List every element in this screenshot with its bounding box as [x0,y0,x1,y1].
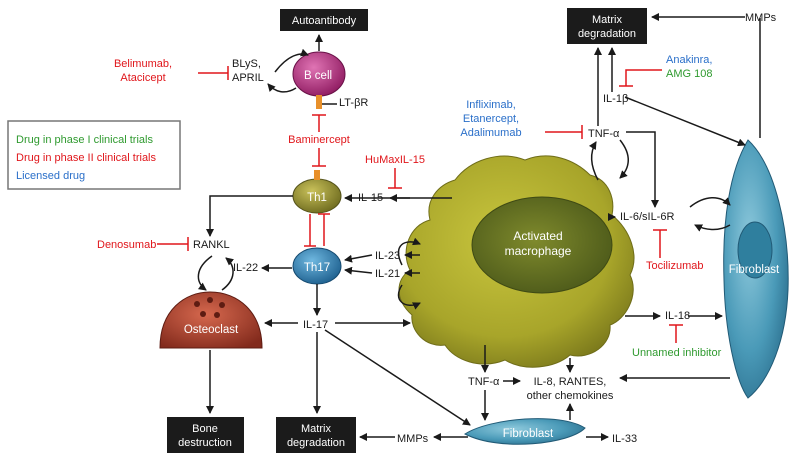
legend-phase1: Drug in phase I clinical trials [16,134,153,146]
matrix-top-line2: degradation [578,28,636,40]
fibroblast-bottom [463,418,586,445]
bone-line1: Bone [192,423,218,435]
amg108-label: AMG 108 [666,68,712,80]
osteoclast-nucleus [200,311,206,317]
th1-label: Th1 [307,192,327,204]
arrow-tnfa-il6 [626,131,659,208]
ltbr-label: LT-βR [339,97,368,109]
il18-label: IL-18 [665,310,690,322]
arrow-tnfa-mac [619,139,629,179]
osteoclast-nucleus [214,312,220,318]
il21-label: IL-21 [375,268,400,280]
arrow-il23-loop [397,237,421,266]
arrow-fibroblast-il6 [694,224,731,232]
rankl-label: RANKL [193,239,230,251]
osteoclast-nucleus [207,297,213,303]
chemokines-label-2: other chemokines [527,390,614,402]
legend-licensed: Licensed drug [16,170,85,182]
osteoclast-label: Osteoclast [184,324,239,336]
arrow-il1b-fibroblast [624,96,746,147]
tnfa-top-label: TNF-α [588,128,620,140]
inhibit-anakinra [625,69,662,86]
osteoclast [159,291,263,349]
il33-label: IL-33 [612,433,637,445]
unnamed-inhibitor-label: Unnamed inhibitor [632,347,722,359]
baminercept-label: Baminercept [288,134,350,146]
fibroblast-right-label: Fibroblast [729,264,780,276]
arrow-bcell-blys [267,83,297,93]
infliximab-label-1: Infliximab, [466,99,516,111]
matrix-degradation-top-box [567,8,647,44]
th17-label: Th17 [304,262,330,274]
il17-label: IL-17 [303,319,328,331]
matrix-bottom-line2: degradation [287,437,345,449]
macrophage-nucleus [471,196,613,294]
il6-label: IL-6/sIL-6R [620,211,674,223]
arrow-osteoclast-rankl [221,257,234,291]
belimumab-label-1: Belimumab, [114,58,172,70]
fibroblast-right-nucleus [737,221,773,279]
bone-destruction-box [167,417,244,453]
arrow-il6-fibroblast [689,197,731,208]
infliximab-label-2: Etanercept, [463,113,519,125]
belimumab-label-2: Atacicept [120,72,165,84]
legend-box [7,120,181,190]
arrow-th1-rankl [206,195,293,237]
lt-beta-receptor [316,95,322,109]
anakinra-label: Anakinra, [666,54,712,66]
matrix-degradation-bottom-box [276,417,356,453]
mmps-top-label: MMPs [745,12,777,24]
blys-label-1: BLyS, [232,58,261,70]
arrow-il23-th17 [344,254,373,263]
matrix-bottom-line1: Matrix [301,423,331,435]
chemokines-label-1: IL-8, RANTES, [534,376,607,388]
legend-phase2: Drug in phase II clinical trials [16,152,157,164]
arrow-mac-tnfa [588,141,599,181]
tocilizumab-label: Tocilizumab [646,260,703,272]
inhibition-lines [157,66,683,343]
il23-label: IL-23 [375,250,400,262]
th1-receptor [314,170,320,180]
tnfa-bottom-label: TNF-α [468,376,500,388]
il22-label: IL-22 [233,262,258,274]
fibroblast-bottom-label: Fibroblast [503,428,554,440]
infliximab-label-3: Adalimumab [460,127,521,139]
activation-arrows [197,13,761,441]
arrow-il21-th17 [344,266,373,275]
osteoclast-nucleus [194,301,200,307]
arrow-blys-bcell [274,48,309,73]
matrix-top-line1: Matrix [592,14,622,26]
mmps-bottom-label: MMPs [397,433,429,445]
osteoclast-nucleus [219,302,225,308]
humax-label: HuMaxIL-15 [365,154,425,166]
legend: Drug in phase I clinical trials Drug in … [7,120,181,190]
macrophage-label-1: Activated [513,229,562,243]
arrow-rankl-osteoclast [197,255,213,291]
arrow-il17-fibroblast [324,329,471,426]
arrow-il21-loop [397,284,421,310]
il1b-label: IL-1β [603,93,628,105]
bone-line2: destruction [178,437,232,449]
b-cell-label: B cell [304,70,332,82]
denosumab-label: Denosumab [97,239,156,251]
blys-label-2: APRIL [232,72,264,84]
macrophage-label-2: macrophage [505,244,572,258]
autoantibody-box [280,9,368,31]
autoantibody-label: Autoantibody [292,15,357,27]
